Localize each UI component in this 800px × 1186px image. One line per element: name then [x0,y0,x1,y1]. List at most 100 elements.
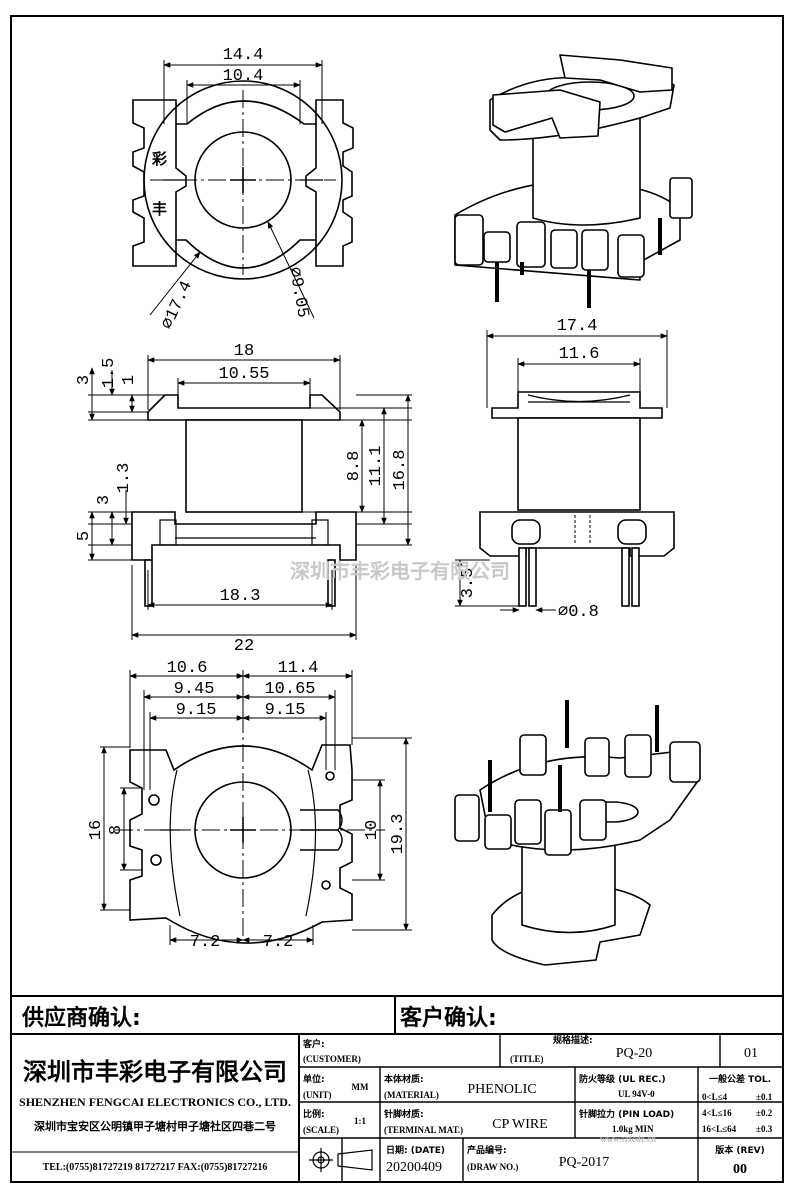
iso-bottom-lug-5 [579,799,607,841]
title-value: PQ-20 [616,1046,653,1061]
iso-top-lug-3 [516,221,546,268]
iso-top-lug-5 [581,229,609,271]
tolerance-value-1: ±0.1 [756,1092,773,1102]
iso-bottom-lug-4 [544,809,572,856]
terminal-label-en: (TERMINAL MAT.) [384,1125,463,1135]
dim-top-outer: 14.4 [223,46,264,65]
iso-top-lug-2 [483,231,511,263]
tolerance-value-3: ±0.3 [756,1124,773,1134]
iso-bottom-lug-7 [584,737,610,777]
material-label-cn: 本体材质: [384,1073,424,1085]
customer-label-en: (CUSTOMER) [303,1054,361,1064]
dim-bottom-h8: 8 [107,825,126,835]
dim-bottom-l1: 10.6 [167,659,208,678]
dim-side-5: 5 [75,531,94,541]
company-watermark: 深圳市丰彩电子有限公司 [290,559,510,583]
bottom-view-dimensions [100,670,412,945]
projection-symbol [309,1148,373,1172]
top-view-centerlines [150,90,336,275]
front-core-body [517,417,641,511]
bottom-view [129,744,353,944]
dim-side-pin-span: 18.3 [220,587,261,606]
dim-front-pin-dia: ⌀0.8 [558,603,599,622]
front-pin-left-a [518,547,527,607]
title-label-en: (TITLE) [510,1054,544,1064]
company-address: 深圳市宝安区公明镇甲子塘村甲子塘社区四巷二号 [34,1119,276,1133]
unit-value: MM [352,1082,369,1092]
dim-top-inner: 10.4 [223,67,264,86]
date-value: 20200409 [386,1160,442,1175]
bottom-view-centerlines [115,715,385,940]
dim-bottom-r3: 9.15 [265,701,306,720]
scale-label-en: (SCALE) [303,1125,339,1135]
dim-side-8-8: 8.8 [345,451,364,482]
dim-front-pin-len: 3.5 [459,568,478,599]
top-left-slot [175,124,187,240]
bottom-right-winding-slot [300,809,343,851]
dim-side-3b: 3 [95,495,114,505]
dim-side-1-3: 1.3 [115,463,134,494]
iso-top-lug-6 [617,234,645,278]
sheet-border [10,15,784,1183]
unit-label-en: (UNIT) [303,1090,332,1100]
front-pin-right-b [631,547,640,607]
dim-front-inner: 11.6 [559,345,600,364]
iso-view-top [454,54,693,308]
terminal-label-cn: 针脚材质: [384,1108,424,1120]
fire-rating-label: 防火等级 (UL REC.) [579,1073,666,1085]
molded-mark-feng: 丰 [152,200,167,218]
bottom-hole-2 [150,854,162,866]
iso-bottom-lug-9 [669,741,701,783]
iso-bottom-lug-8 [624,734,652,778]
scale-value: 1:1 [354,1116,366,1126]
iso-top-lug-4 [550,229,578,269]
pin-load-value: 1.0kg MIN [612,1124,654,1134]
scale-label-cn: 比例: [303,1108,325,1120]
side-view-dimensions [88,355,412,640]
dim-side-top-inner: 10.55 [218,365,269,384]
dim-bottom-h10: 10 [363,820,382,840]
supplier-confirm-label: 供应商确认: [21,1005,141,1031]
company-phone: TEL:(0755)81727219 81727217 FAX:(0755)81… [43,1162,268,1173]
date-label: 日期: (DATE) [386,1144,445,1156]
material-value: PHENOLIC [467,1082,536,1097]
bottom-hole-3 [325,771,335,781]
material-label-en: (MATERIAL) [384,1090,439,1100]
iso-top-clip-left [492,89,601,139]
dim-bottom-b-right: 7.2 [263,933,294,952]
side-base [131,511,357,561]
customer-label-cn: 客户: [302,1038,325,1050]
iso-view-bottom [454,700,701,966]
dim-top-dia-outer: ⌀17.4 [158,278,197,332]
side-view [131,394,357,607]
front-pin-left-b [528,547,537,607]
front-view-dimensions [455,330,668,613]
dim-bottom-l3: 9.15 [176,701,217,720]
iso-top-clip-right [559,54,673,93]
dim-bottom-h19-3: 19.3 [389,814,408,855]
terminal-value: CP WIRE [492,1117,548,1132]
dim-front-top: 17.4 [557,317,598,336]
bottom-hole-1 [148,794,160,806]
dim-bottom-r2: 10.65 [264,680,315,699]
fire-rating-value: UL 94V-0 [618,1089,655,1099]
molded-mark-cai: 彩 [151,150,167,168]
company-name-cn: 深圳市丰彩电子有限公司 [23,1058,287,1086]
dim-side-1: 1 [120,375,139,385]
dim-side-top-width: 18 [234,342,254,361]
dim-bottom-h16: 16 [87,820,106,840]
iso-top-lug-1 [454,214,484,266]
dim-side-11-1: 11.1 [367,446,386,487]
dim-bottom-b-left: 7.2 [190,933,221,952]
iso-bottom-lug-2 [484,814,512,850]
revision-value: 00 [733,1162,747,1177]
dim-top-dia-inner: ⌀9.05 [284,266,312,320]
tolerance-range-1: 0<L≤4 [702,1092,728,1102]
draw-no-label-en: (DRAW NO.) [467,1162,518,1172]
front-pin-slot-right [617,519,647,545]
tolerance-value-2: ±0.2 [756,1108,773,1118]
company-name-en: SHENZHEN FENGCAI ELECTRONICS CO., LTD. [19,1095,291,1109]
dim-side-1-5: 1.5 [100,358,119,389]
front-pin-right-a [621,547,630,607]
